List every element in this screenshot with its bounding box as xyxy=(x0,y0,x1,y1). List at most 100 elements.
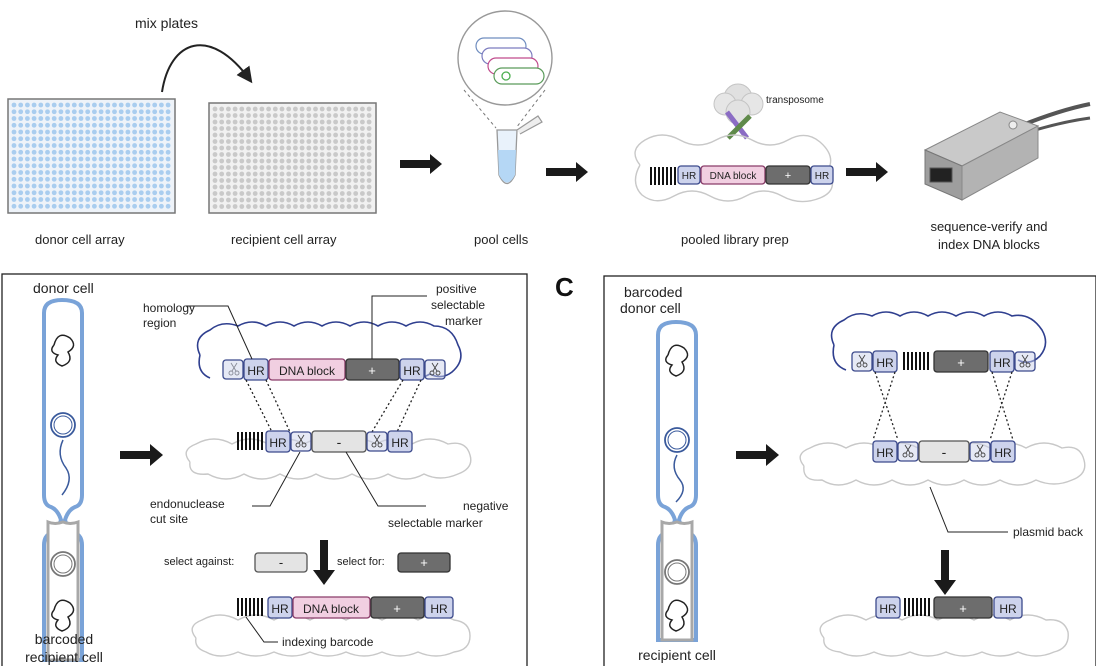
plate-well xyxy=(145,143,151,148)
plate-well xyxy=(152,129,158,135)
plate-well xyxy=(339,178,345,183)
plate-well xyxy=(138,163,144,169)
plate-well xyxy=(38,136,44,142)
plate-well xyxy=(212,132,218,138)
plate-well xyxy=(125,190,131,196)
plate-well xyxy=(152,163,158,169)
plate-well xyxy=(125,143,131,148)
plate-well xyxy=(138,136,144,142)
plate-well xyxy=(11,116,17,121)
plate-well xyxy=(11,163,17,169)
plate-well xyxy=(219,145,225,151)
plate-well xyxy=(31,183,37,189)
plate-well xyxy=(306,113,312,118)
c-product-hr-right xyxy=(993,596,1023,619)
plate-well xyxy=(360,184,365,190)
plate-well xyxy=(118,122,124,128)
plate-well xyxy=(366,126,372,131)
plate-well xyxy=(18,129,24,135)
plate-well xyxy=(45,163,50,169)
plate-well xyxy=(333,145,338,151)
plate-well xyxy=(132,156,138,162)
plate-well xyxy=(252,171,258,177)
plate-well xyxy=(353,139,359,144)
plate-well xyxy=(51,102,57,108)
c-product-hr-right-label: HR xyxy=(999,602,1017,616)
plate-well xyxy=(286,145,292,151)
product-positive-marker xyxy=(370,596,425,619)
plate-well xyxy=(319,113,325,118)
plate-well xyxy=(11,156,17,162)
plate-well xyxy=(51,143,57,148)
plate-well xyxy=(58,149,64,155)
plate-well xyxy=(272,106,278,112)
donor-hr-left-label: HR xyxy=(247,364,265,378)
plate-well xyxy=(226,165,231,170)
plate-well xyxy=(333,132,338,138)
plate-well xyxy=(138,203,144,209)
plate-well xyxy=(252,119,258,125)
plate-well xyxy=(159,149,164,155)
plate-well xyxy=(239,119,245,125)
plate-well xyxy=(125,109,131,115)
plate-well xyxy=(313,184,318,190)
flow-arrow-2 xyxy=(546,162,588,182)
plate-well xyxy=(92,156,97,162)
plate-well xyxy=(306,165,312,170)
plate-well xyxy=(11,203,17,209)
plate-well xyxy=(18,203,24,209)
positive-label-line1: positive xyxy=(436,282,477,296)
plate-well xyxy=(286,178,292,183)
plate-well xyxy=(232,178,238,183)
plate-well xyxy=(313,145,318,151)
homology-callout-line xyxy=(186,305,253,360)
panel-c-donor-line1: barcoded xyxy=(624,284,682,300)
plate-well xyxy=(272,158,278,164)
plate-well xyxy=(105,176,111,182)
library-prep-label: pooled library prep xyxy=(681,232,789,247)
plate-well xyxy=(65,170,70,175)
plate-well xyxy=(212,126,218,131)
donor-plate-wells xyxy=(11,102,171,209)
plate-well xyxy=(366,204,372,209)
plate-well xyxy=(232,106,238,112)
recipient-hr-right-label: HR xyxy=(391,436,409,450)
plate-well xyxy=(105,149,111,155)
recipient-negative-marker xyxy=(311,430,367,453)
zoom-line-left xyxy=(463,89,497,129)
plate-well xyxy=(45,116,50,121)
c-recipient-hr-left xyxy=(872,440,898,463)
plate-well xyxy=(279,204,285,209)
product-barcode-icon xyxy=(237,598,263,616)
plate-well xyxy=(25,109,30,115)
plate-well xyxy=(339,204,345,209)
plate-well xyxy=(132,197,138,202)
plate-well xyxy=(259,191,265,196)
plate-well xyxy=(272,178,278,183)
plate-well xyxy=(299,197,305,203)
plate-well xyxy=(226,191,231,196)
plate-well xyxy=(360,178,365,183)
plate-well xyxy=(132,122,138,128)
plate-well xyxy=(65,156,70,162)
plate-well xyxy=(132,203,138,209)
plate-well xyxy=(38,116,44,121)
plate-well xyxy=(112,136,117,142)
plate-well xyxy=(71,197,77,202)
product-plus-label: + xyxy=(393,601,401,616)
plate-well xyxy=(71,156,77,162)
plate-well xyxy=(118,109,124,115)
select-against-label: select against: xyxy=(164,556,234,568)
plate-well xyxy=(272,204,278,209)
plate-well xyxy=(165,102,171,108)
plate-well xyxy=(360,119,365,125)
endonuclease-label-line1: endonuclease xyxy=(150,497,225,511)
plate-well xyxy=(165,149,171,155)
plate-well xyxy=(259,158,265,164)
recipient-cut-box-left xyxy=(290,431,312,452)
plate-well xyxy=(159,116,164,121)
plate-well xyxy=(313,139,318,144)
plate-well xyxy=(51,156,57,162)
plate-well xyxy=(38,102,44,108)
plate-well xyxy=(132,102,138,108)
